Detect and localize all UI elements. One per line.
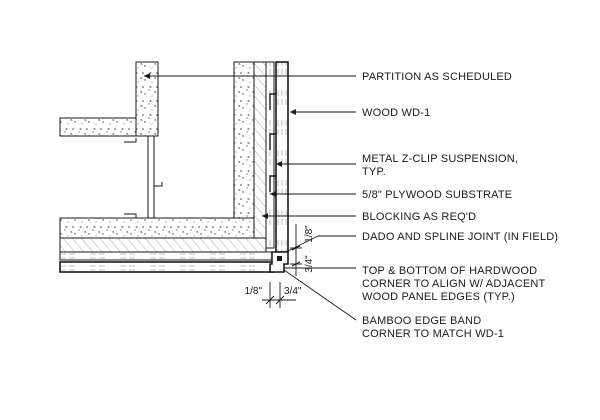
blocking bbox=[59, 61, 267, 253]
dim-vertical-top: 1/8" bbox=[304, 225, 315, 243]
callout-plywood: 5/8" PLYWOOD SUBSTRATE bbox=[362, 189, 512, 201]
callout-top-bottom: TOP & BOTTOM OF HARDWOOD CORNER TO ALIGN… bbox=[362, 265, 549, 303]
partition-wall bbox=[59, 61, 159, 137]
callout-partition: PARTITION AS SCHEDULED bbox=[362, 71, 512, 83]
dimension-marks bbox=[262, 224, 302, 308]
leader-lines bbox=[144, 73, 357, 321]
dim-horizontal-left: 1/8" bbox=[245, 286, 263, 297]
callout-bamboo: BAMBOO EDGE BAND CORNER TO MATCH WD-1 bbox=[362, 315, 504, 340]
right-wall-core bbox=[59, 61, 263, 239]
z-clips bbox=[269, 93, 276, 192]
dim-vertical-bottom: 3/4" bbox=[304, 255, 315, 273]
bamboo-corner-piece bbox=[269, 251, 289, 273]
callout-blocking: BLOCKING AS REQ'D bbox=[362, 211, 476, 223]
callout-dado: DADO AND SPLINE JOINT (IN FIELD) bbox=[362, 231, 558, 243]
stud-cavity bbox=[124, 136, 163, 218]
callout-wood-wd1: WOOD WD-1 bbox=[362, 107, 430, 119]
dim-horizontal-right: 3/4" bbox=[284, 286, 302, 297]
callout-z-clip: METAL Z-CLIP SUSPENSION, TYP. bbox=[362, 153, 521, 178]
